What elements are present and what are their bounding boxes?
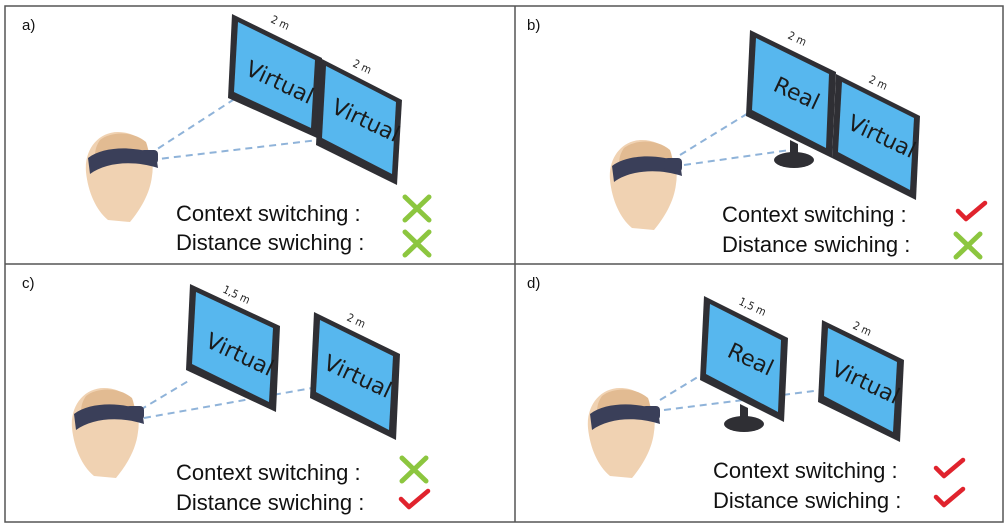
distance-switching-label: Distance swiching : bbox=[176, 490, 364, 515]
head-with-headset-icon bbox=[71, 388, 144, 478]
right-monitor: Virtual 2 m bbox=[818, 319, 904, 442]
panel-c: c) Virtual 1,5 m Virtual 2 m Context swi… bbox=[22, 275, 431, 515]
panel-d: d) Real 1,5 m Virtual 2 m Context sw bbox=[527, 275, 966, 513]
right-monitor: Virtual 2 m bbox=[310, 311, 400, 440]
distance-label: 2 m bbox=[269, 13, 292, 33]
criteria: Context switching : Distance swiching : bbox=[713, 457, 966, 513]
panel-label: b) bbox=[527, 17, 540, 34]
left-monitor-real: Real 2 m bbox=[746, 29, 836, 168]
panel-a: a) Virtual 2 m Virtual 2 m Context switc… bbox=[22, 13, 432, 258]
cross-icon bbox=[953, 231, 983, 260]
panel-label: c) bbox=[22, 275, 35, 292]
left-monitor-real: Real 1,5 m bbox=[700, 295, 788, 432]
sightlines bbox=[659, 371, 823, 411]
distance-switching-label: Distance swiching : bbox=[722, 232, 910, 257]
context-switching-label: Context switching : bbox=[176, 201, 361, 226]
distance-switching-label: Distance swiching : bbox=[176, 230, 364, 255]
sightlines bbox=[147, 97, 319, 161]
cross-icon bbox=[399, 455, 429, 484]
right-monitor: Virtual 2 m bbox=[316, 57, 403, 185]
panel-label: a) bbox=[22, 17, 35, 34]
head-with-headset-icon bbox=[587, 388, 660, 478]
head-with-headset-icon bbox=[85, 132, 158, 222]
cross-icon bbox=[402, 229, 432, 258]
distance-label: 2 m bbox=[351, 57, 374, 77]
left-monitor: Virtual 2 m bbox=[228, 13, 322, 138]
sightlines bbox=[139, 379, 313, 419]
check-icon bbox=[933, 457, 966, 479]
left-monitor: Virtual 1,5 m bbox=[186, 283, 280, 412]
check-icon bbox=[955, 200, 988, 222]
distance-label: 2 m bbox=[345, 311, 368, 331]
distance-label: 2 m bbox=[786, 29, 809, 49]
context-switching-label: Context switching : bbox=[713, 458, 898, 483]
head-with-headset-icon bbox=[609, 140, 682, 230]
check-icon bbox=[398, 488, 431, 510]
context-switching-label: Context switching : bbox=[176, 460, 361, 485]
criteria: Context switching : Distance swiching : bbox=[176, 194, 432, 258]
panel-b: b) Real 2 m Virtual 2 m Context swit bbox=[527, 17, 988, 260]
panel-grid bbox=[4, 5, 1004, 523]
criteria: Context switching : Distance swiching : bbox=[176, 455, 431, 515]
right-monitor: Virtual 2 m bbox=[832, 73, 920, 200]
panel-label: d) bbox=[527, 275, 540, 292]
distance-label: 2 m bbox=[867, 73, 890, 93]
cross-icon bbox=[402, 194, 432, 223]
criteria: Context switching : Distance swiching : bbox=[722, 200, 988, 260]
check-icon bbox=[933, 486, 966, 508]
distance-switching-label: Distance swiching : bbox=[713, 488, 901, 513]
sightlines bbox=[679, 111, 791, 166]
context-switching-label: Context switching : bbox=[722, 202, 907, 227]
